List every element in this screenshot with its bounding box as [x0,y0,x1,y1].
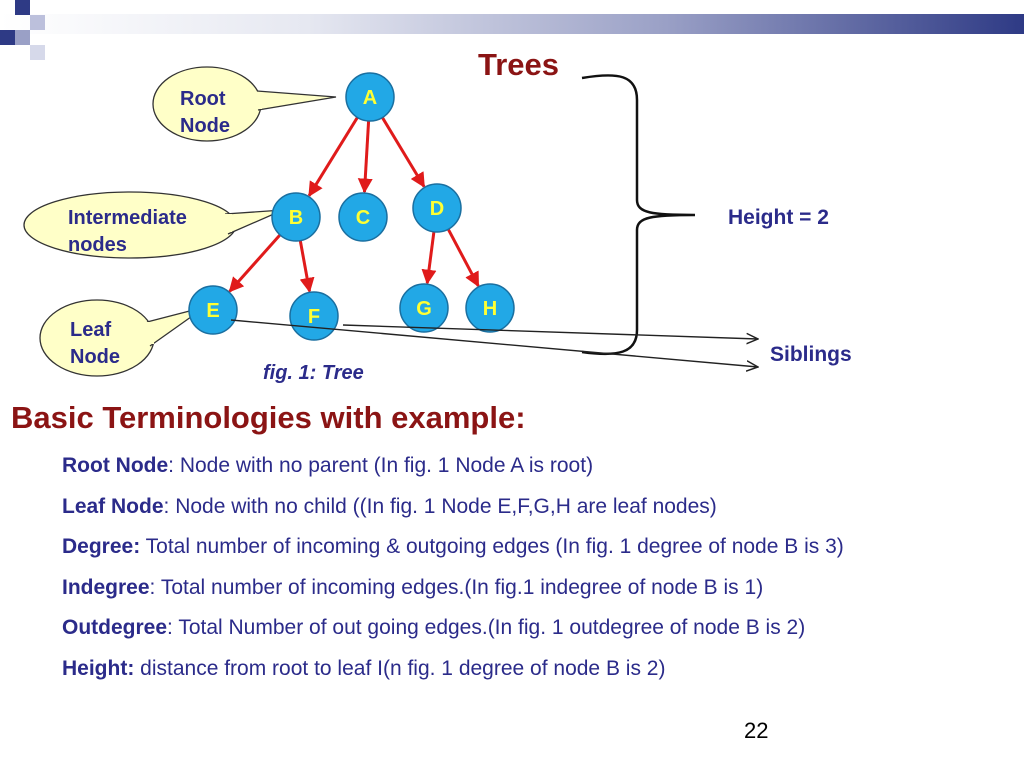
tree-node-label: B [289,207,303,229]
term-description: Node with no child ((In fig. 1 Node E,F,… [175,494,717,518]
root-node-callout-text: Root Node [180,88,231,137]
tree-node-circle [399,283,449,333]
term-item: Indegree: Total number of incoming edges… [62,571,1024,612]
tree-node-h: H [465,283,515,333]
term-name: Leaf Node [62,494,164,518]
leaf-node-callout-text: Leaf Node [70,319,120,368]
slide-title: Trees [478,47,560,82]
siblings-pointer-line [230,319,758,367]
intermediate-nodes-callout-text: Intermediate nodes [68,207,193,256]
intermediate-nodes-callout: Intermediate nodes [23,191,284,259]
term-name: Height: [62,656,135,680]
term-separator: : [149,575,161,599]
tree-node-circle [465,283,515,333]
term-name: Root Node [62,454,169,477]
term-description: distance from root to leaf I(n fig. 1 de… [140,656,666,680]
siblings-pointer-line [342,324,758,339]
tree-node-label: H [483,298,497,320]
term-separator: : [167,616,179,639]
edge-b-f [298,240,315,293]
tree-node-label: G [416,298,432,320]
term-separator: : [163,494,176,518]
term-description: Total number of incoming & outgoing edge… [145,535,844,558]
tree-node-label: E [206,300,219,322]
tree-node-a: A [345,72,395,122]
tree-node-circle [345,72,395,122]
term-item: Root Node: Node with no parent (In fig. … [62,449,1024,490]
term-name: Degree: [62,535,141,558]
tree-node-g: G [399,283,449,333]
tree-node-label: A [363,87,377,109]
header-gradient-bar [0,14,1024,34]
tree-node-d: D [412,183,462,233]
tree-node-label: F [308,306,320,328]
term-description: Node with no parent (In fig. 1 Node A is… [179,454,594,477]
section-heading: Basic Terminologies with example: [11,400,526,435]
term-description: Total Number of out going edges.(In fig.… [178,616,806,639]
height-brace [581,74,696,356]
tree-diagram: Root Node Intermediate nodes Leaf Node A… [23,66,1024,377]
term-item: Height: distance from root to leaf I(n f… [62,652,1024,693]
tree-node-e: E [188,285,238,335]
edge-d-g [421,231,437,285]
height-label: Height = 2 [728,206,829,229]
term-description: Total number of incoming edges.(In fig.1… [160,575,764,599]
edge-a-c [357,120,373,194]
decor-square [30,15,45,30]
tree-edges [228,116,480,293]
siblings-label: Siblings [770,343,852,366]
tree-node-label: D [430,198,444,220]
term-item: Degree: Total number of incoming & outgo… [62,530,1024,571]
decor-square [0,30,15,45]
tree-node-circle [412,183,462,233]
page-number: 22 [744,718,769,743]
edge-b-e [228,233,282,293]
tree-node-b: B [271,192,321,242]
decor-square [30,45,45,60]
tree-node-c: C [338,192,388,242]
tree-node-circle [338,192,388,242]
tree-node-label: C [356,207,370,229]
tree-node-f: F [289,291,339,341]
tree-node-circle [188,285,238,335]
term-name: Outdegree [62,616,168,639]
term-item: Leaf Node: Node with no child ((In fig. … [62,490,1024,531]
edge-d-h [446,228,480,288]
terminology-list: Root Node: Node with no parent (In fig. … [62,449,1024,692]
term-name: Indegree [62,575,150,599]
figure-caption: fig. 1: Tree [263,362,364,384]
edge-a-d [381,116,426,188]
edge-a-b [307,116,359,197]
leaf-node-callout: Leaf Node [39,299,206,377]
decor-square [15,30,30,45]
root-node-callout: Root Node [152,66,337,142]
decor-square [15,0,30,15]
term-separator: : [168,454,180,477]
tree-node-circle [271,192,321,242]
term-item: Outdegree: Total Number of out going edg… [62,611,1024,652]
